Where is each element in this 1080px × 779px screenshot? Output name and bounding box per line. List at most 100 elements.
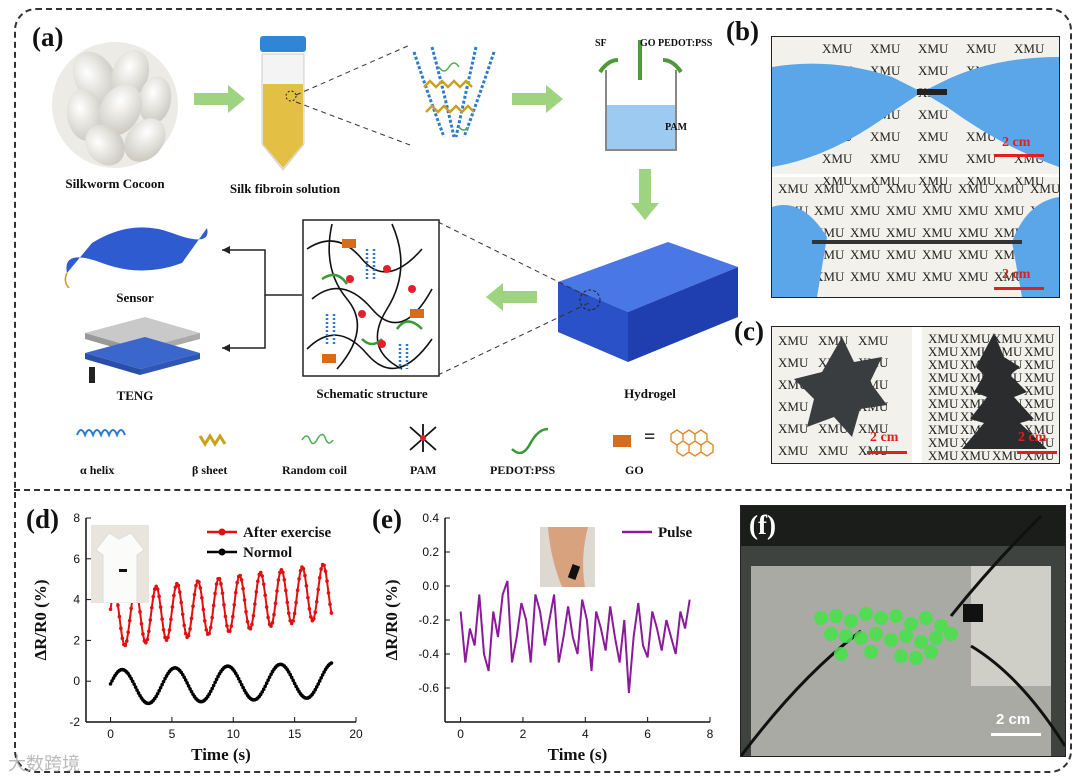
data-point bbox=[207, 692, 212, 696]
data-point bbox=[236, 676, 241, 681]
caption-solution: Silk fibroin solution bbox=[229, 181, 341, 196]
xmu-watermark-text: XMU bbox=[1030, 181, 1059, 196]
xmu-watermark-text: XMU bbox=[818, 443, 849, 458]
data-point bbox=[248, 626, 253, 631]
data-point bbox=[253, 602, 257, 606]
data-point bbox=[197, 580, 201, 584]
xmu-watermark-text: XMU bbox=[928, 422, 959, 437]
xmu-watermark-text: XMU bbox=[966, 41, 997, 56]
legend-beta-sheet: β sheet bbox=[192, 463, 228, 477]
y-tick-label: 0.4 bbox=[422, 511, 439, 525]
xmu-watermark-text: XMU bbox=[918, 107, 949, 122]
xmu-watermark-text: XMU bbox=[958, 269, 989, 284]
x-tick-label: 4 bbox=[582, 727, 589, 741]
data-point bbox=[214, 582, 219, 586]
data-point bbox=[204, 627, 209, 632]
data-point bbox=[266, 615, 270, 620]
xmu-watermark-text: XMU bbox=[918, 151, 949, 166]
data-point bbox=[288, 672, 293, 677]
cocoon-image bbox=[52, 42, 178, 168]
xmu-watermark-text: XMU bbox=[870, 41, 901, 56]
xmu-watermark-text: XMU bbox=[958, 225, 989, 240]
xmu-watermark-text: XMU bbox=[922, 225, 953, 240]
xmu-watermark-text: XMU bbox=[814, 181, 845, 196]
x-tick-label: 20 bbox=[349, 727, 363, 741]
data-point bbox=[276, 578, 281, 582]
data-point bbox=[281, 570, 285, 575]
arrow-right-icon bbox=[194, 85, 245, 113]
data-point bbox=[267, 675, 272, 679]
data-point bbox=[294, 600, 298, 605]
data-point bbox=[192, 592, 197, 597]
data-point bbox=[238, 573, 242, 578]
data-point bbox=[186, 684, 191, 688]
data-point bbox=[172, 593, 176, 598]
data-point bbox=[120, 636, 125, 641]
beta-sheet-icon bbox=[198, 433, 227, 447]
protein-chains-image bbox=[412, 46, 496, 138]
xmu-watermark-text: XMU bbox=[958, 203, 989, 218]
data-point bbox=[266, 678, 270, 682]
data-point bbox=[154, 584, 158, 589]
xmu-watermark-text: XMU bbox=[778, 421, 809, 436]
data-point bbox=[304, 583, 309, 588]
xmu-watermark-text: XMU bbox=[918, 129, 949, 144]
data-point bbox=[144, 641, 148, 645]
data-point bbox=[298, 568, 303, 573]
data-point bbox=[160, 617, 164, 621]
xmu-watermark-text: XMU bbox=[886, 203, 917, 218]
xmu-watermark-text: XMU bbox=[858, 421, 889, 436]
data-point bbox=[167, 628, 172, 632]
data-point bbox=[286, 670, 291, 674]
data-point bbox=[263, 684, 267, 689]
data-point bbox=[289, 675, 294, 680]
data-point bbox=[108, 682, 113, 686]
pedot-icon bbox=[511, 427, 549, 454]
data-point bbox=[141, 632, 145, 636]
led-light bbox=[924, 645, 938, 659]
scale-bar-f: 2 cm bbox=[996, 711, 1031, 728]
xmu-watermark-text: XMU bbox=[992, 331, 1023, 346]
xmu-watermark-text: XMU bbox=[928, 435, 959, 450]
x-tick-label: 0 bbox=[107, 727, 114, 741]
xmu-watermark-text: XMU bbox=[1024, 331, 1055, 346]
data-point bbox=[214, 677, 219, 682]
y-axis-label: ΔR/R0 (%) bbox=[31, 579, 50, 660]
xmu-watermark-text: XMU bbox=[960, 331, 991, 346]
data-point bbox=[297, 577, 301, 581]
data-point bbox=[309, 615, 313, 619]
teng-image bbox=[85, 317, 200, 383]
data-point bbox=[210, 615, 214, 620]
xmu-watermark-text: XMU bbox=[850, 269, 881, 284]
data-point bbox=[222, 602, 226, 607]
stretch-photo: XMU XMU XMU XMU XMU XMU XMU XMU XMU XMU XMU XMU XMU X… bbox=[771, 36, 1060, 298]
data-point bbox=[258, 570, 263, 575]
xmu-watermark-text: XMU bbox=[928, 357, 959, 372]
data-point bbox=[161, 628, 166, 632]
data-point bbox=[313, 610, 318, 614]
data-point bbox=[256, 579, 260, 584]
xmu-watermark-text: XMU bbox=[928, 383, 959, 398]
xmu-watermark-text: XMU bbox=[1024, 344, 1055, 359]
led-light bbox=[884, 633, 898, 647]
data-point bbox=[185, 681, 189, 685]
xmu-watermark-text: XMU bbox=[1024, 357, 1055, 372]
legend-marker bbox=[218, 528, 226, 536]
data-point bbox=[213, 591, 217, 596]
data-point bbox=[288, 618, 293, 623]
data-point bbox=[173, 585, 178, 590]
scale-bar-b-top: 2 cm bbox=[1002, 135, 1031, 150]
arrow-down-icon bbox=[631, 169, 659, 220]
xmu-watermark-text: XMU bbox=[928, 331, 959, 346]
data-point bbox=[154, 694, 158, 699]
xmu-watermark-text: XMU bbox=[886, 225, 917, 240]
pam-icon bbox=[409, 424, 437, 452]
x-tick-label: 15 bbox=[288, 727, 302, 741]
data-point bbox=[316, 587, 321, 592]
data-point bbox=[244, 609, 248, 614]
panel-a-label: (a) bbox=[32, 22, 64, 52]
xmu-watermark-text: XMU bbox=[850, 247, 881, 262]
data-point bbox=[323, 569, 328, 574]
xmu-watermark-text: XMU bbox=[918, 63, 949, 78]
panel-d-label: (d) bbox=[26, 504, 59, 534]
